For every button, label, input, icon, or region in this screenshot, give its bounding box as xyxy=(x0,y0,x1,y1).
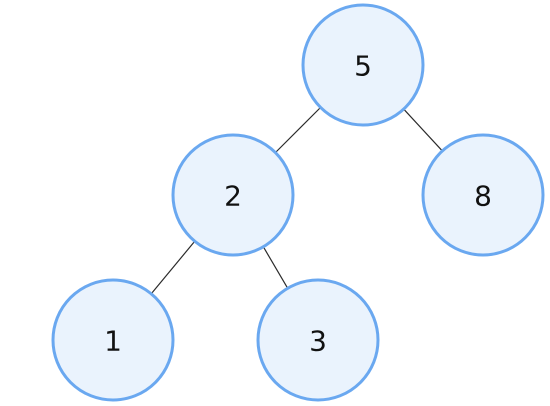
node-circle-8 xyxy=(421,133,545,257)
node-label-8: 8 xyxy=(474,180,492,213)
node-circle-3 xyxy=(256,278,380,402)
nodes-layer: 5 2 8 1 3 xyxy=(51,3,545,402)
edge-5-2 xyxy=(275,107,321,153)
edge-5-8 xyxy=(404,109,442,151)
node-circle-5 xyxy=(301,3,425,127)
node-label-5: 5 xyxy=(354,50,372,83)
tree-node-3: 3 xyxy=(256,278,380,402)
node-label-1: 1 xyxy=(104,325,122,358)
tree-node-1: 1 xyxy=(51,278,175,402)
tree-node-5: 5 xyxy=(301,3,425,127)
node-circle-1 xyxy=(51,278,175,402)
edge-2-3 xyxy=(263,247,288,288)
tree-node-2: 2 xyxy=(171,133,295,257)
tree-node-8: 8 xyxy=(421,133,545,257)
node-label-2: 2 xyxy=(224,180,242,213)
edges-layer xyxy=(151,107,442,294)
node-label-3: 3 xyxy=(309,325,327,358)
node-circle-2 xyxy=(171,133,295,257)
edge-2-1 xyxy=(151,241,195,294)
